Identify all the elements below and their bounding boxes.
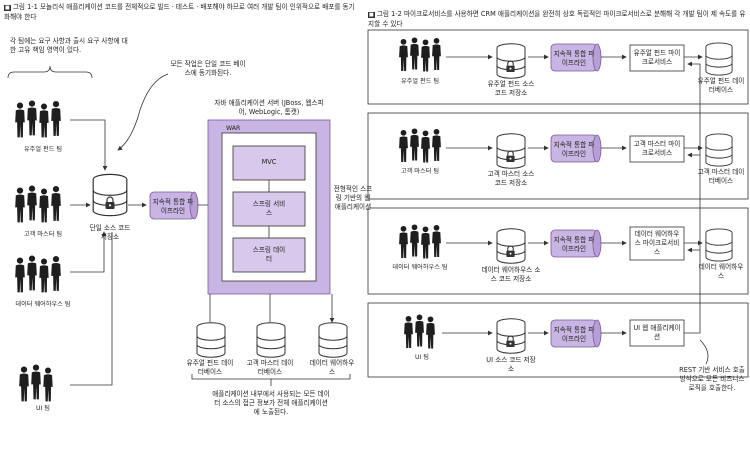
row1-team <box>399 37 441 72</box>
row2-team-label: 고객 마스터 팀 <box>400 168 440 175</box>
row2-repo-icon <box>496 133 526 169</box>
row4-team <box>404 314 435 349</box>
row3-service-label: 데이터 웨어하우스 마이크로서비스 <box>634 230 680 256</box>
row2-db-icon <box>705 133 733 167</box>
db-icon-customer <box>256 322 286 358</box>
module-service: 스프링 서비스 <box>252 200 286 217</box>
row3-pipeline <box>550 229 602 258</box>
row1-pipeline-label: 지속적 통합 파이프라인 <box>553 50 595 67</box>
typical-label: 전형적인 스프링 기반의 웹 애플리케이션 <box>333 185 373 211</box>
note-data: 애플리케이션 내부에서 사용되는 모든 데이터 소스의 접근 정보가 전체 애플… <box>212 390 330 416</box>
row4-pipeline-label: 지속적 통합 파이프라인 <box>553 326 595 343</box>
row2-db-label: 고객 마스터 데이터베이스 <box>697 168 745 185</box>
row4-repo-icon <box>496 318 526 354</box>
row4-team-label: UI 팀 <box>414 354 429 361</box>
row3-repo-label: 데이터 웨어하우스 소스 코드 저장소 <box>481 266 541 283</box>
fig2-caption: ■ 그림 1-2 마이크로서비스를 사용하면 CRM 애플리케이션을 완전히 상… <box>368 10 746 28</box>
row1-db-label: 유주얼 펀드 데이터베이스 <box>697 77 745 94</box>
team-label-ui: UI 팀 <box>35 405 50 412</box>
row1-db-icon <box>705 42 733 76</box>
row1-repo-icon <box>496 43 526 79</box>
db-icon-fund <box>196 322 226 358</box>
row2-team <box>399 128 441 163</box>
single-repo-db-icon <box>92 173 128 217</box>
row1-service-label: 유주얼 펀드 마이크로서비스 <box>633 49 681 66</box>
row3-team <box>399 224 441 259</box>
row2-pipeline <box>550 134 602 163</box>
row3-pipeline-label: 지속적 통합 파이프라인 <box>553 236 595 253</box>
repo-label: 단일 소스 코드 저장소 <box>89 224 131 241</box>
row3-db-icon <box>705 228 733 262</box>
row2-service-label: 고객 마스터 마이크로서비스 <box>633 140 681 157</box>
row4-service-label: UI 웹 애플리케이션 <box>633 324 681 341</box>
db-label-dw: 데이터 웨어하우스 <box>309 359 355 376</box>
team-group-ui <box>19 364 53 402</box>
team-label-fund: 유주얼 펀드 팀 <box>23 146 63 153</box>
fig1-caption: ■ 그림 1-1 모놀리식 애플리케이션 코드를 전체적으로 빌드 · 테스트 … <box>4 3 355 21</box>
row1-repo-label: 유주얼 펀드 소스 코드 저장소 <box>487 80 535 97</box>
row2-repo-label: 고객 마스터 소스 코드 저장소 <box>487 170 535 187</box>
fig1-caption-text: 그림 1-1 모놀리식 애플리케이션 코드를 전체적으로 빌드 · 테스트 · … <box>4 3 355 21</box>
team-group-dw <box>15 255 61 293</box>
row3-db-label: 데이터 웨어하우스 <box>698 263 744 280</box>
db-icon-dw <box>318 322 348 358</box>
war-label: WAR <box>226 125 241 132</box>
server-label: 자바 애플리케이션 서버 (JBoss, 웹스피어, WebLogic, 톰캣) <box>214 99 324 116</box>
fig2-rows <box>367 29 749 378</box>
fig2-caption-text: 그림 1-2 마이크로서비스를 사용하면 CRM 애플리케이션을 완전히 상호 … <box>368 10 746 28</box>
row3-team-label: 데이터 웨어하우스 팀 <box>392 264 448 271</box>
team-group-fund <box>15 100 61 138</box>
db-label-fund: 유주얼 펀드 데이터베이스 <box>186 359 234 376</box>
module-data: 스프링 데이터 <box>252 246 286 263</box>
row4-pipeline <box>550 319 602 348</box>
team-label-customer: 고객 마스터 팀 <box>23 231 63 238</box>
note-teams: 각 팀에는 요구 사항과 출시 요구 사항에 대한 고유 책임 영역이 있다. <box>10 37 128 54</box>
db-label-customer: 고객 마스터 데이터베이스 <box>246 359 294 376</box>
row3-repo-icon <box>496 228 526 264</box>
team-group-customer <box>15 185 61 223</box>
row1-team-label: 유주얼 펀드 팀 <box>400 78 440 85</box>
note-rest: REST 기반 서비스 호출 방식으로 모든 비즈니스 로직을 호출한다. <box>679 366 745 392</box>
note-sync: 모든 작업은 단일 코드 베이스에 동기화된다. <box>170 60 246 77</box>
pipeline-shape-1 <box>149 191 199 220</box>
team-label-dw: 데이터 웨어하우스 팀 <box>15 301 71 308</box>
pipeline-label-1: 지속적 통합 파이프라인 <box>152 198 194 215</box>
row2-pipeline-label: 지속적 통합 파이프라인 <box>553 141 595 158</box>
row4-repo-label: UI 소스 코드 저장소 <box>486 356 536 373</box>
row1-pipeline <box>550 43 602 72</box>
module-mvc: MVC <box>261 158 277 166</box>
